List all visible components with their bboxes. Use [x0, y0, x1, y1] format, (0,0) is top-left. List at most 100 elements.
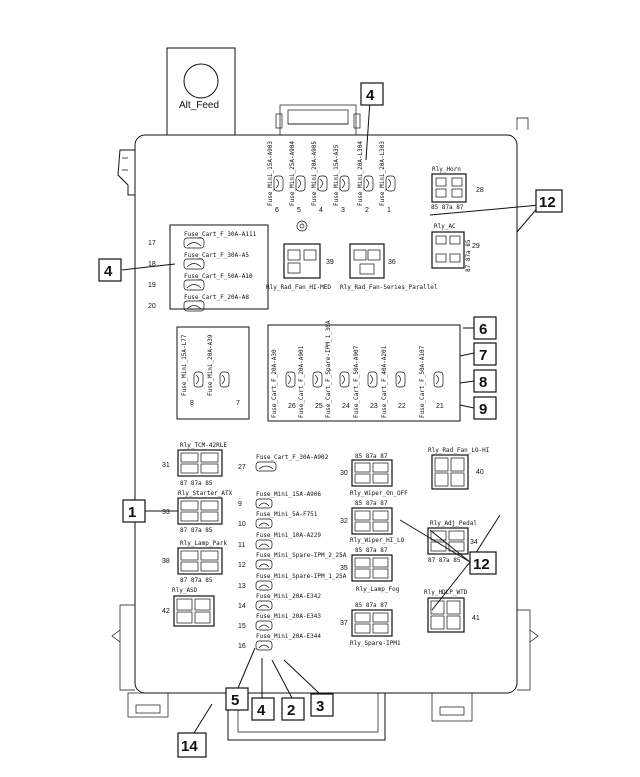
bolt-icon [296, 220, 308, 232]
top-fuse-icon [273, 175, 284, 192]
relay-horn-num: 28 [476, 187, 484, 194]
center-fuse-label: Fuse_Cart_F_30A-A902 [256, 454, 329, 461]
center-fuse-icon [255, 498, 273, 509]
center-fuse-num: 12 [238, 562, 246, 569]
relay-lamp-park-num: 38 [162, 558, 170, 565]
cart-left-label: Fuse_Cart_F_30A-A5 [184, 252, 249, 259]
relay-rad-lo-label: Rly_Rad_Fan_LO-HI [428, 447, 490, 454]
cart-left-num: 20 [148, 303, 156, 310]
callout-12-bottom: 12 [469, 551, 497, 575]
relay-rad-fan-hi-med: 39 Rly_Rad_Fan_HI-MED [266, 243, 334, 291]
center-fuse-label: Fuse_Mini_15A-A906 [256, 491, 321, 498]
relay-asd-num: 42 [162, 608, 170, 615]
cart-left-fuse-icon [183, 237, 205, 249]
cart-mid-fuse-icon [285, 371, 296, 388]
callout-3: 3 [310, 693, 334, 717]
top-fuse-icon [363, 175, 374, 192]
relay-lamp-fog-pins: 85 87a 87 [355, 547, 388, 554]
relay-lamp-park [177, 547, 223, 575]
cart-mid-label: Fuse_Cart_F_Spare-IPM_1_30A [325, 320, 332, 418]
cart-left-label: Fuse_Cart_F_50A-A10 [184, 273, 253, 280]
svg-text:12: 12 [539, 194, 556, 211]
cart-mid-fuse-icon [367, 371, 378, 388]
cart-left-num: 17 [148, 240, 156, 247]
cart-mid-fuse-icon [312, 371, 323, 388]
svg-text:4: 4 [104, 263, 113, 280]
center-fuse-icon [255, 518, 273, 529]
center-fuse-num: 14 [238, 603, 246, 610]
mini-pair-fuse-icon [193, 371, 204, 388]
center-fuse-label: Fuse_Mini_Spare-IPM_2_25A [256, 552, 347, 559]
svg-text:1: 1 [128, 504, 136, 521]
relay-ac-label: Rly_AC [434, 223, 456, 230]
center-fuse-icon [255, 461, 277, 472]
center-fuse-icon [255, 559, 273, 570]
cart-left-fuse-icon [183, 279, 205, 291]
relay-spare [351, 609, 393, 637]
mini-pair-fuse-icon [219, 371, 230, 388]
top-mini-fuse-group: Fuse_Mini_15A-A9036Fuse_Mini_25A-A9045Fu… [267, 141, 396, 214]
relay-lamp-fog [351, 554, 393, 582]
center-fuse-label: Fuse_Mini_20A-E343 [256, 613, 321, 620]
callout-8: 8 [473, 369, 497, 393]
relay-adj-pedal-label: Rly_Adj_Pedal [430, 520, 477, 527]
cart-mid-num: 26 [288, 403, 296, 410]
cart-left-fuse-icon [183, 258, 205, 270]
bottom-right-foot [431, 692, 473, 722]
right-lower-tab [517, 609, 539, 691]
callout-2: 2 [281, 697, 305, 721]
cart-left-label: Fuse_Cart_F_20A-A8 [184, 294, 249, 301]
svg-text:5: 5 [231, 692, 239, 709]
callout-9: 9 [473, 396, 497, 420]
relay-horn-pins: 85 87a 87 [431, 204, 464, 211]
right-mount-slot [516, 117, 529, 130]
center-fuse-icon [255, 580, 273, 591]
alt-feed-label: Alt_Feed [179, 100, 219, 111]
center-fuse-num: 9 [238, 501, 242, 508]
cart-left-label: Fuse_Cart_F_30A-A111 [184, 231, 257, 238]
relay-ac-num: 29 [472, 243, 480, 250]
top-fuse-num: 4 [319, 207, 323, 214]
relay-rad-fan-series: 36 Rly_Rad_Fan-Series_Parallel [340, 243, 438, 291]
relay-wiper-hi-pins: 85 87a 87 [355, 500, 388, 507]
relay-starter-label: Rly_Starter_ATX [178, 490, 233, 497]
callout-5: 5 [225, 687, 249, 711]
relay-wiper-hi [351, 507, 393, 535]
relay-ac-pins: 87 87a 85 [465, 239, 472, 272]
svg-text:4: 4 [257, 702, 266, 719]
relay-spare-num: 37 [340, 620, 348, 627]
relay-lamp-park-label: Rly_Lamp_Park [180, 540, 227, 547]
cart-mid-fuse-icon [339, 371, 350, 388]
cart-fuse-left-group: 17Fuse_Cart_F_30A-A11118Fuse_Cart_F_30A-… [148, 231, 257, 312]
top-connector [275, 104, 361, 136]
relay-wiper-on [351, 459, 393, 487]
relay-adj-pedal-num: 34 [470, 539, 478, 546]
relay-asd [173, 595, 215, 627]
relay-rad-fan-series-num: 36 [388, 259, 396, 266]
relay-wiper-on-label: Rly_Wiper_On_OFF [350, 490, 408, 497]
relay-tcm-num: 31 [162, 462, 170, 469]
mini-pair-num: 8 [190, 400, 194, 407]
mini-pair-num: 7 [236, 400, 240, 407]
top-fuse-num: 5 [297, 207, 301, 214]
mini-pair-label: Fuse_Mini_20A-A39 [207, 334, 214, 396]
svg-text:4: 4 [366, 87, 375, 104]
relay-horn: Rly_Horn 85 87a 87 28 [431, 166, 484, 211]
cart-mid-num: 22 [398, 403, 406, 410]
svg-text:2: 2 [287, 702, 295, 719]
center-fuse-column: 27Fuse_Cart_F_30A-A9029Fuse_Mini_15A-A90… [238, 454, 347, 651]
center-fuse-num: 11 [238, 542, 245, 549]
top-fuse-label: Fuse_Mini_20A-L304 [357, 141, 364, 206]
cart-mid-fuse-icon [395, 371, 406, 388]
callout-4-bottom: 4 [251, 697, 275, 721]
relay-lamp-fog-label: Rly_Lamp_Fog [356, 586, 400, 593]
cart-left-num: 19 [148, 282, 156, 289]
relay-rad-fan-hi-med-num: 39 [326, 259, 334, 266]
center-fuse-num: 13 [238, 583, 246, 590]
top-fuse-num: 1 [387, 207, 391, 214]
relay-hdlp-num: 41 [472, 615, 480, 622]
cart-mid-label: Fuse_Cart_F_50A-A107 [419, 345, 426, 418]
